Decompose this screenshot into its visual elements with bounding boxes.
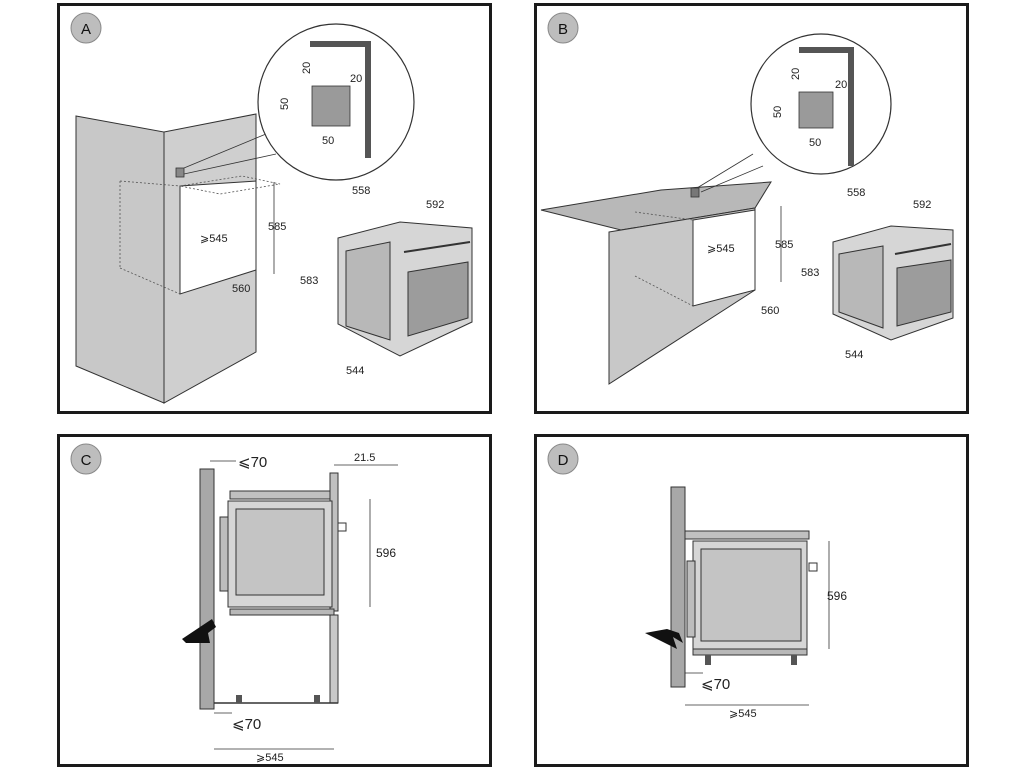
panel-label: C — [81, 452, 92, 469]
niche-opening — [179, 180, 257, 295]
cabinet-base-shelf — [229, 608, 335, 616]
callout-line — [696, 153, 754, 189]
zoom-cutout — [798, 91, 834, 129]
oven-window — [700, 548, 802, 642]
zoom-dim-top: 20 — [301, 62, 313, 74]
niche-edge — [634, 211, 694, 221]
panel-d: D 596 ⩽70 ⩾545 — [534, 434, 969, 767]
foot — [705, 655, 711, 665]
cabinet-leg-panel — [329, 614, 339, 704]
oven-height-dim: 583 — [801, 267, 819, 279]
oven-depth-top-dim: 592 — [913, 199, 931, 211]
oven-width-dim: 558 — [352, 185, 370, 197]
panel-d-drawing: D 596 ⩽70 ⩾545 — [547, 443, 847, 720]
oven-handle — [686, 560, 696, 638]
height-dim: 596 — [376, 546, 396, 560]
vent-cutout — [690, 187, 700, 198]
zoom-dim-bottom: 50 — [809, 137, 821, 149]
oven-knob — [808, 562, 818, 572]
oven-depth-bottom-dim: 544 — [845, 349, 863, 361]
zoom-wall — [799, 47, 854, 166]
panel-b-drawing: B 20 20 50 50 ⩾545 585 560 558 592 583 5… — [540, 12, 954, 385]
panel-c: C ⩽70 21.5 596 ⩽70 ⩾545 — [57, 434, 492, 767]
vent-cutout — [175, 167, 185, 178]
niche-opening — [692, 209, 756, 307]
oven-handle — [403, 241, 471, 253]
callout-line — [700, 165, 764, 193]
oven-window — [407, 261, 469, 337]
panel-a-drawing: A 20 20 50 50 ⩾545 585 560 558 592 583 — [70, 12, 473, 404]
zoom-dim-side: 50 — [772, 106, 784, 118]
panel-b: B 20 20 50 50 ⩾545 585 560 558 592 583 5… — [534, 3, 969, 414]
countertop — [684, 530, 810, 540]
callout-line — [183, 153, 277, 175]
foot — [236, 695, 242, 703]
oven-side-panel — [838, 245, 884, 329]
callout-line — [183, 133, 267, 169]
niche-depth-dim: ⩾545 — [707, 243, 735, 255]
niche-edge — [634, 275, 694, 307]
oven-handle — [219, 516, 229, 592]
cabinet-shelf — [229, 490, 335, 500]
zoom-dim-right: 20 — [835, 79, 847, 91]
zoom-dim-side: 50 — [279, 98, 291, 110]
oven-depth-bottom-dim: 544 — [346, 365, 364, 377]
arrow-icon — [182, 619, 216, 643]
oven-window — [235, 508, 325, 596]
oven-handle — [894, 243, 952, 255]
panel-badge — [70, 12, 102, 44]
cabinet-wall — [199, 468, 215, 710]
oven-knob — [337, 522, 347, 532]
niche-depth-dim: ⩾545 — [200, 233, 228, 245]
oven-depth-top-dim: 592 — [426, 199, 444, 211]
zoom-wall — [310, 41, 371, 158]
panel-badge — [547, 12, 579, 44]
niche-width-dim: 560 — [232, 283, 250, 295]
arrow-icon — [645, 629, 683, 649]
zoom-cutout — [311, 85, 351, 127]
countertop — [540, 181, 772, 231]
panel-badge — [547, 443, 579, 475]
panel-badge — [70, 443, 102, 475]
cabinet-side — [75, 115, 165, 404]
cabinet-base — [692, 648, 808, 656]
zoom-dim-right: 20 — [350, 73, 362, 85]
foot — [314, 695, 320, 703]
niche-edge — [119, 267, 181, 295]
zoom-dim-top: 20 — [790, 68, 802, 80]
niche-width-dim: 560 — [761, 305, 779, 317]
height-dim: 596 — [827, 589, 847, 603]
cabinet-wall — [670, 486, 686, 688]
panel-a: A 20 20 50 50 ⩾545 585 560 558 592 583 — [57, 3, 492, 414]
niche-height-dim: 585 — [268, 221, 286, 233]
panel-label: D — [558, 452, 569, 469]
panel-label: A — [81, 21, 91, 38]
zoom-dim-bottom: 50 — [322, 135, 334, 147]
oven-side-panel — [345, 241, 391, 341]
oven-window — [896, 259, 952, 327]
oven-height-dim: 583 — [300, 275, 318, 287]
niche-top — [179, 175, 281, 195]
front-dim: 21.5 — [354, 452, 375, 464]
oven-width-dim: 558 — [847, 187, 865, 199]
foot — [791, 655, 797, 665]
gap-top-dim: ⩽70 — [238, 454, 267, 471]
panel-c-drawing: C ⩽70 21.5 596 ⩽70 ⩾545 — [70, 443, 398, 764]
gap-bottom-dim: ⩽70 — [232, 716, 261, 733]
depth-dim: ⩾545 — [256, 752, 284, 764]
panel-label: B — [558, 21, 568, 38]
depth-dim: ⩾545 — [729, 708, 757, 720]
niche-height-dim: 585 — [775, 239, 793, 251]
gap-dim: ⩽70 — [701, 676, 730, 693]
